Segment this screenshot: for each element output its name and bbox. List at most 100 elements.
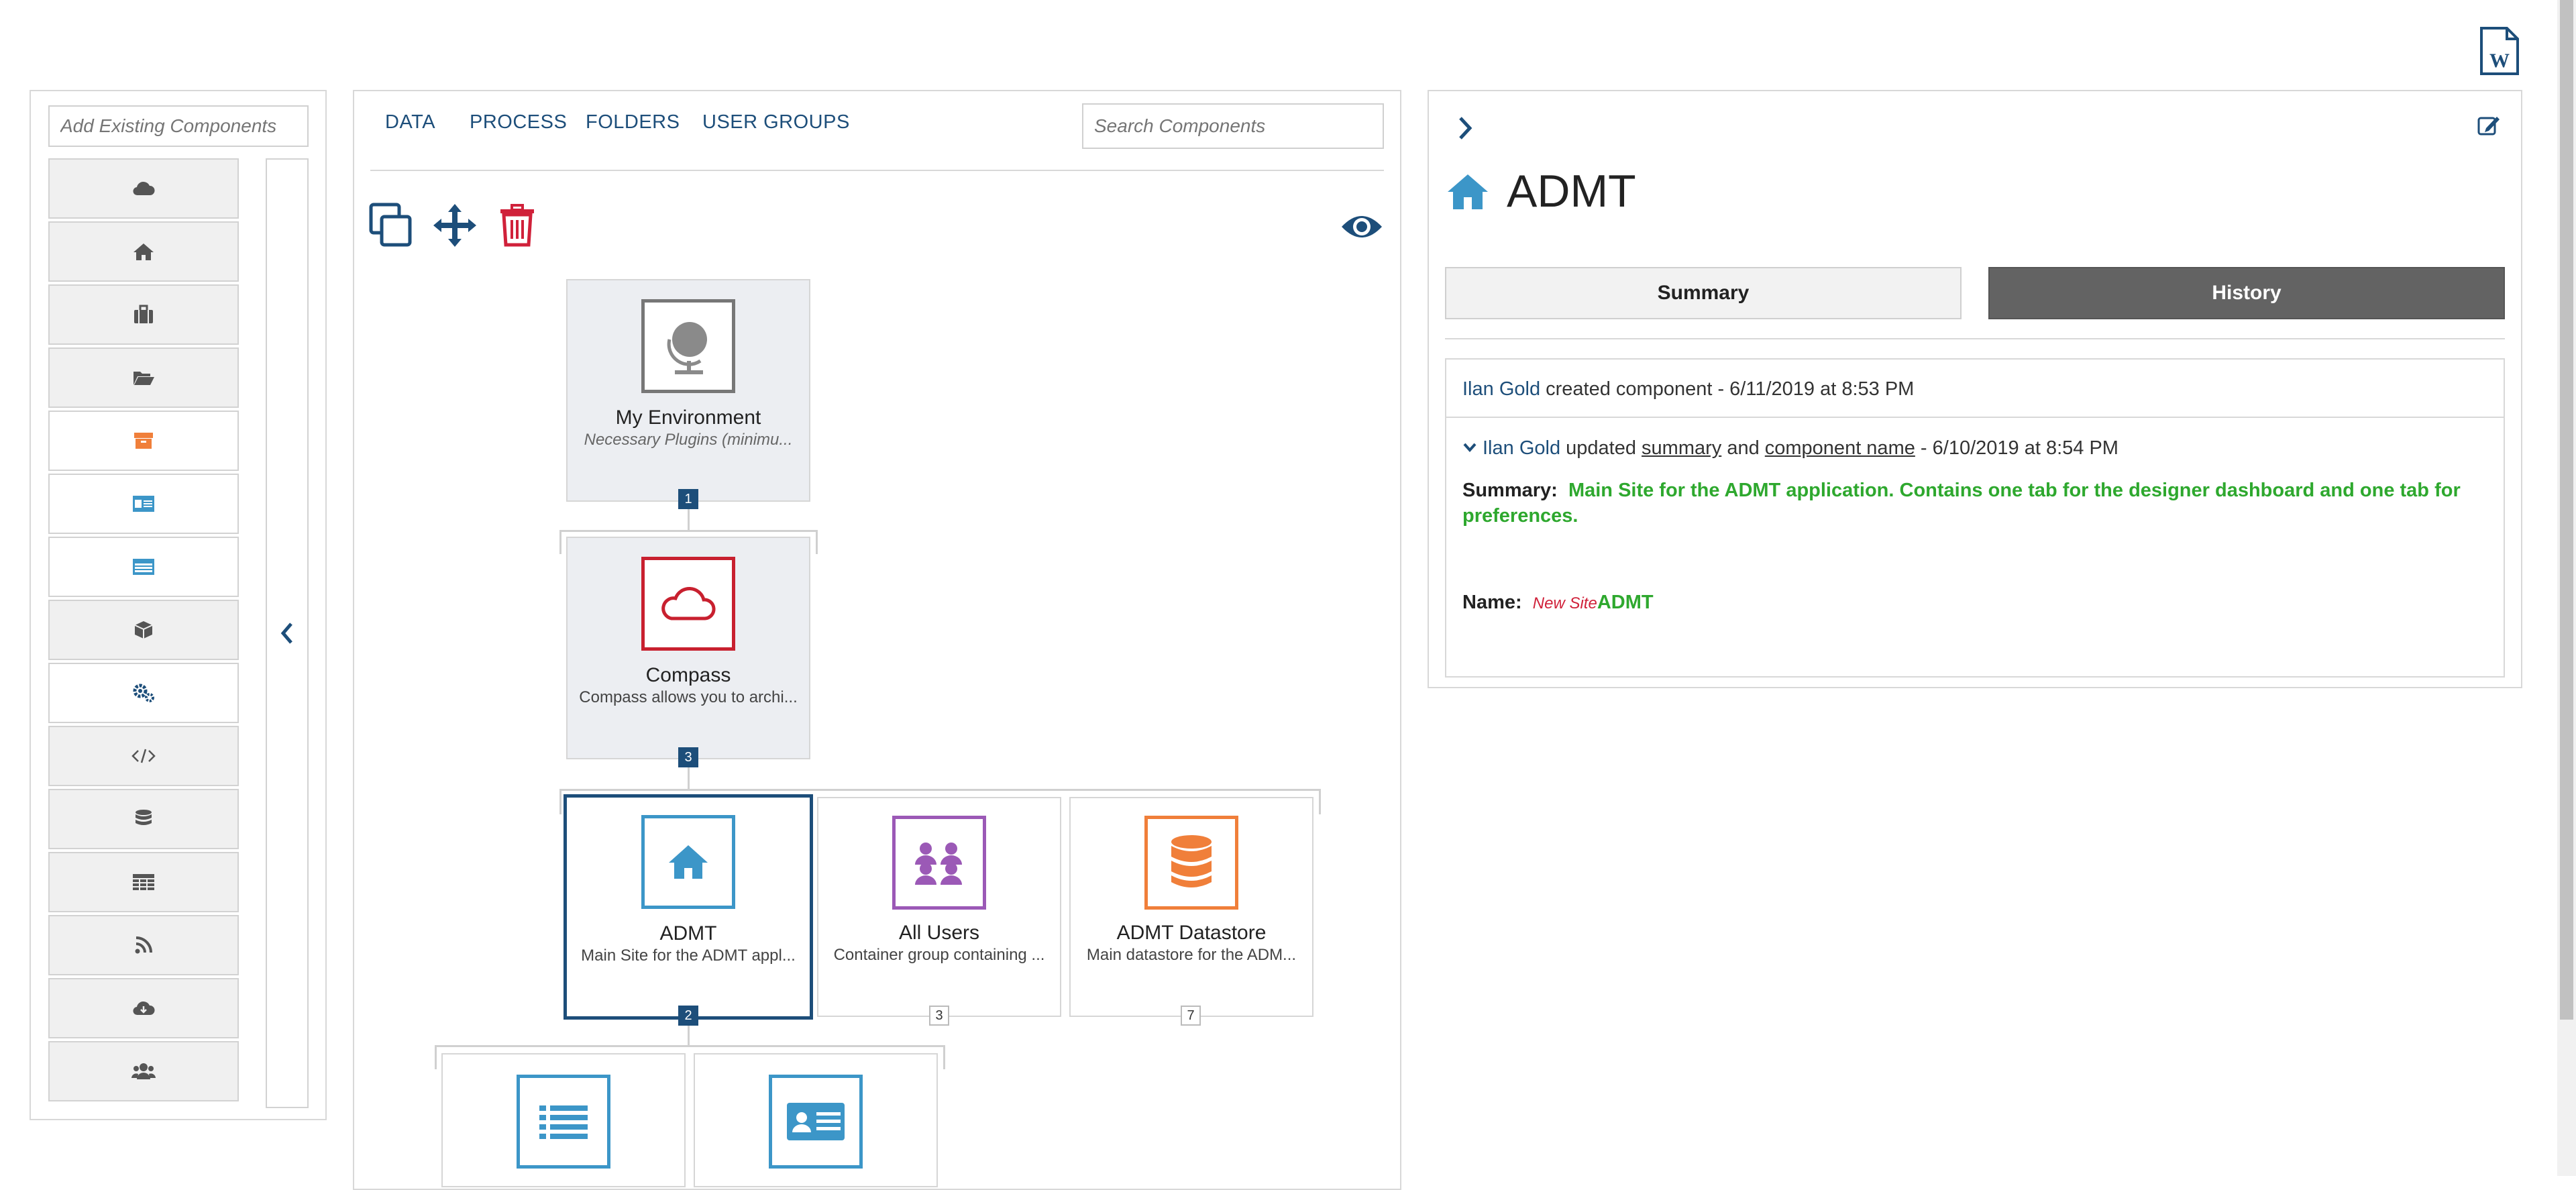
folder-open-icon	[132, 369, 155, 386]
palette-item-archive[interactable]	[48, 411, 239, 471]
palette-item-cloud-download[interactable]	[48, 978, 239, 1038]
node-id-card[interactable]	[694, 1053, 938, 1187]
node-badge: 2	[678, 1006, 698, 1026]
collapse-palette-button[interactable]	[266, 158, 309, 1108]
node-title: My Environment	[615, 407, 761, 429]
history-text: and	[1721, 437, 1765, 459]
node-badge: 3	[678, 747, 698, 767]
palette-item-cube[interactable]	[48, 600, 239, 660]
users-icon	[892, 816, 986, 910]
palette-item-home[interactable]	[48, 221, 239, 282]
palette-item-gears[interactable]	[48, 663, 239, 723]
palette-item-rss[interactable]	[48, 915, 239, 975]
node-title: All Users	[898, 922, 979, 944]
history-action: updated	[1560, 437, 1642, 459]
summary-label: Summary:	[1462, 480, 1558, 501]
node-title: ADMT	[659, 922, 717, 944]
database-icon	[134, 809, 153, 829]
node-subtitle: Main Site for the ADMT appl...	[581, 946, 796, 965]
list-window-icon	[132, 558, 155, 576]
node-subtitle: Necessary Plugins (minimu...	[584, 431, 793, 449]
svg-text:W: W	[2489, 50, 2510, 72]
history-action: created component - 6/11/2019 at 8:53 PM	[1540, 378, 1915, 400]
changed-field-component-name[interactable]: component name	[1764, 437, 1915, 459]
node-list[interactable]	[441, 1053, 686, 1187]
palette-item-users[interactable]	[48, 1041, 239, 1101]
users-icon	[131, 1062, 156, 1081]
node-subtitle: Compass allows you to archi...	[579, 688, 798, 706]
node-badge: 7	[1181, 1006, 1201, 1026]
component-palette	[48, 158, 239, 1108]
name-old-value: New Site	[1532, 594, 1597, 612]
node-admt-datastore[interactable]: ADMT Datastore Main datastore for the AD…	[1069, 797, 1313, 1017]
node-badge: 3	[929, 1006, 949, 1026]
home-icon	[132, 242, 155, 261]
node-admt[interactable]: ADMT Main Site for the ADMT appl...	[564, 794, 813, 1020]
scrollbar-thumb[interactable]	[2560, 0, 2573, 1020]
eye-icon[interactable]	[1340, 211, 1383, 243]
archive-icon	[133, 431, 154, 450]
palette-item-list-window[interactable]	[48, 537, 239, 597]
home-icon	[1446, 173, 1489, 211]
tab-process[interactable]: PROCESS	[470, 111, 568, 133]
add-existing-components-input[interactable]	[48, 105, 309, 147]
cloud-icon	[641, 557, 735, 651]
component-tree-panel	[353, 90, 1401, 1190]
node-subtitle: Container group containing ...	[833, 946, 1045, 964]
name-new-value: ADMT	[1597, 592, 1654, 613]
tab-folders[interactable]: FOLDERS	[586, 111, 680, 133]
summary-change: Summary: Main Site for the ADMT applicat…	[1462, 478, 2489, 529]
history-date: - 6/10/2019 at 8:54 PM	[1915, 437, 2118, 459]
chevron-right-icon[interactable]	[1457, 115, 1473, 141]
table-icon	[132, 873, 155, 891]
palette-item-code[interactable]	[48, 726, 239, 786]
divider	[370, 170, 1384, 171]
history-user-link[interactable]: Ilan Gold	[1462, 378, 1541, 400]
palette-item-id-card[interactable]	[48, 474, 239, 534]
copy-icon[interactable]	[369, 203, 413, 248]
id-card-icon	[132, 495, 155, 512]
gears-icon	[132, 683, 155, 703]
node-compass[interactable]: Compass Compass allows you to archi...	[566, 537, 810, 759]
divider	[1446, 417, 2504, 418]
changed-field-summary[interactable]: summary	[1642, 437, 1722, 459]
palette-item-folder[interactable]	[48, 347, 239, 408]
code-icon	[131, 748, 156, 764]
name-label: Name:	[1462, 592, 1522, 613]
history-user-link[interactable]: Ilan Gold	[1483, 437, 1561, 459]
rss-icon	[134, 936, 153, 955]
history-list	[1445, 358, 2505, 678]
briefcase-icon	[133, 305, 154, 325]
summary-new-value-cont: preferences.	[1462, 505, 1578, 527]
palette-item-table[interactable]	[48, 852, 239, 912]
cloud-icon	[132, 180, 155, 197]
edit-icon[interactable]	[2477, 114, 2501, 137]
globe-icon	[641, 299, 735, 393]
history-entry: Ilan Gold created component - 6/11/2019 …	[1462, 378, 1914, 400]
divider	[1445, 338, 2505, 339]
chevron-left-icon	[280, 621, 294, 645]
node-badge: 1	[678, 489, 698, 509]
move-icon[interactable]	[432, 203, 478, 248]
details-panel	[1428, 90, 2522, 688]
list-icon	[517, 1075, 610, 1169]
summary-new-value: Main Site for the ADMT application. Cont…	[1568, 480, 2461, 501]
cloud-download-icon	[132, 999, 155, 1017]
history-entry: Ilan Gold updated summary and component …	[1483, 437, 2118, 459]
trash-icon[interactable]	[499, 204, 535, 247]
node-my-environment[interactable]: My Environment Necessary Plugins (minimu…	[566, 279, 810, 502]
tab-summary[interactable]: Summary	[1445, 267, 1962, 319]
node-title: Compass	[645, 664, 731, 686]
palette-item-cloud[interactable]	[48, 158, 239, 219]
chevron-down-icon[interactable]	[1462, 441, 1477, 453]
palette-item-database[interactable]	[48, 789, 239, 849]
search-components-input[interactable]	[1082, 103, 1384, 149]
tab-history[interactable]: History	[1988, 267, 2505, 319]
node-all-users[interactable]: All Users Container group containing ...	[817, 797, 1061, 1017]
word-document-icon[interactable]: W	[2479, 27, 2520, 75]
cube-icon	[133, 620, 154, 640]
tab-data[interactable]: DATA	[385, 111, 436, 133]
home-icon	[641, 815, 735, 909]
tab-user-groups[interactable]: USER GROUPS	[702, 111, 850, 133]
palette-item-briefcase[interactable]	[48, 284, 239, 345]
